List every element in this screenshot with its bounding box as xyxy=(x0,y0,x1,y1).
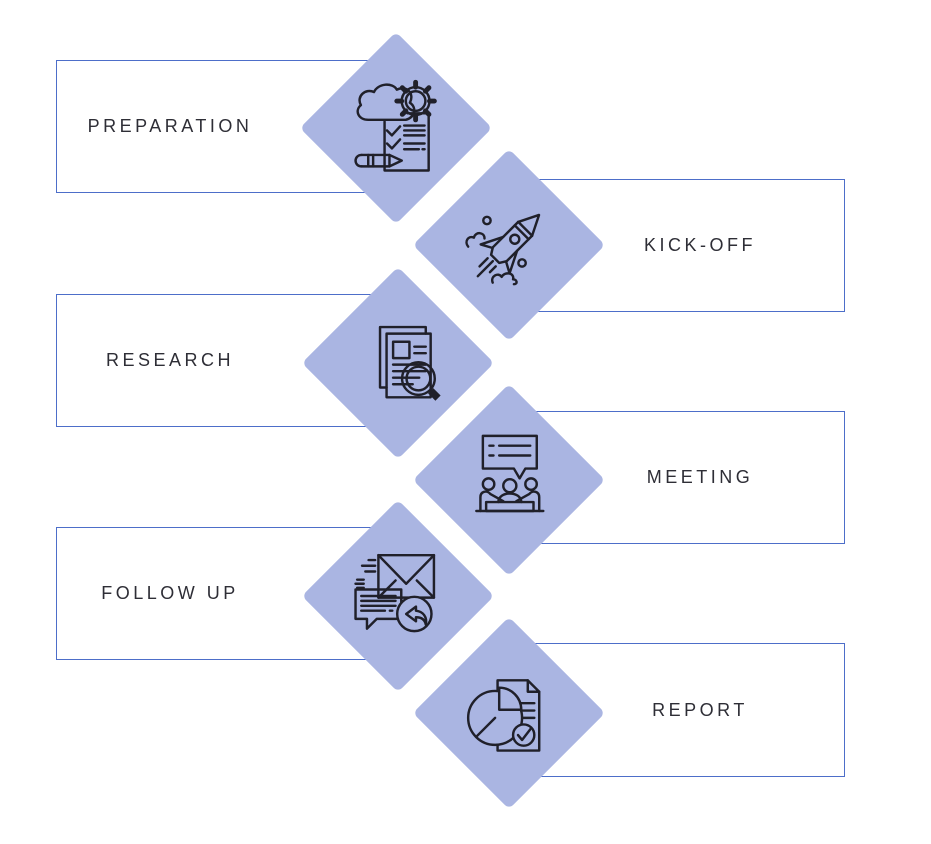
stage-label-followup: FOLLOW UP xyxy=(101,583,239,603)
stage-label-report: REPORT xyxy=(652,700,748,720)
stage-label-meeting: MEETING xyxy=(646,467,754,487)
stage-label-preparation: PREPARATION xyxy=(87,116,253,136)
email-reply-icon xyxy=(349,547,447,645)
meeting-discussion-icon xyxy=(460,431,558,529)
stage-label-kickoff: KICK-OFF xyxy=(644,235,756,255)
rocket-launch-icon xyxy=(460,196,558,294)
report-pie-chart-icon xyxy=(460,664,558,762)
research-magnifier-icon xyxy=(349,314,447,412)
preparation-checklist-icon xyxy=(347,79,445,177)
stage-label-research: RESEARCH xyxy=(105,350,235,370)
